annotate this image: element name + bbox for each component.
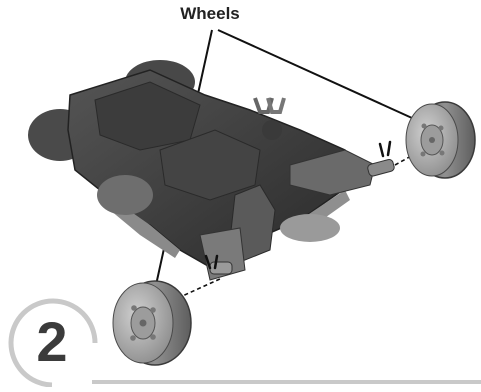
right-wheel — [406, 102, 475, 178]
step-number: 2 — [10, 300, 94, 384]
leader-line-right-wheel — [218, 30, 412, 118]
wheels-label: Wheels — [150, 4, 270, 24]
left-wheel — [113, 281, 191, 365]
chassis — [28, 60, 395, 280]
